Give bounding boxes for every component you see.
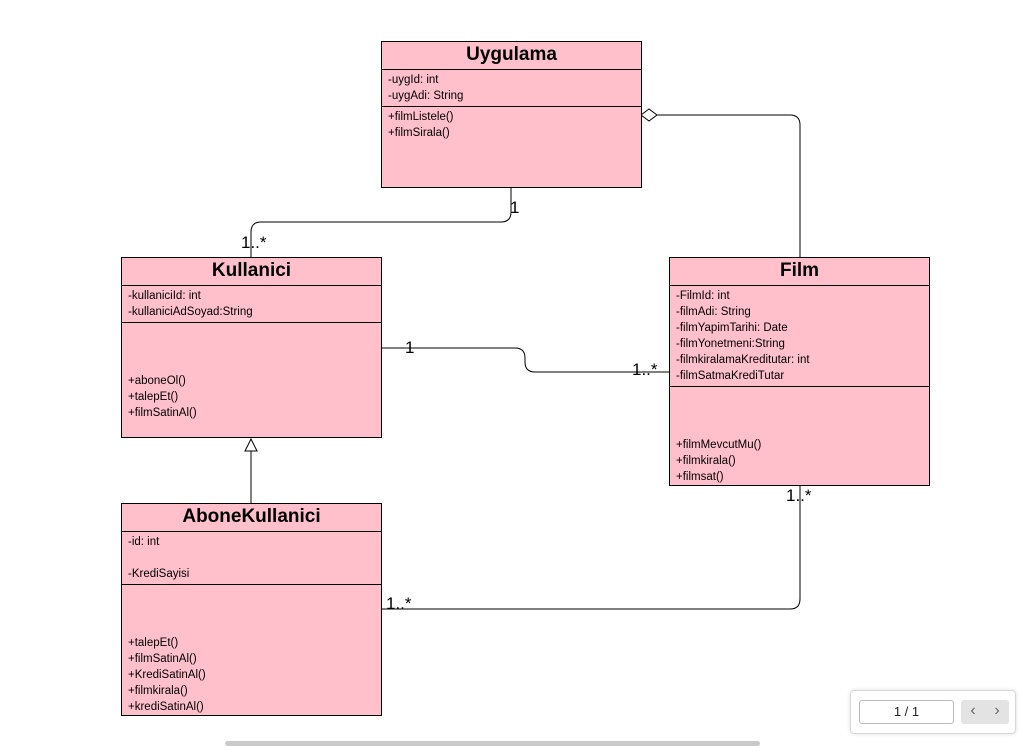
attribute: -filmYonetmeni:String [676, 338, 785, 350]
class-kullanici[interactable]: Kullanici -kullaniciId: int -kullaniciAd… [121, 257, 382, 438]
attributes-section: -FilmId: int -filmAdi: String -filmYapim… [670, 286, 929, 387]
method: +filmSatinAl() [128, 407, 197, 419]
method: +KrediSatinAl() [128, 669, 206, 681]
methods-section: +talepEt() +filmSatinAl() +KrediSatinAl(… [122, 585, 381, 715]
attributes-section: -kullaniciId: int -kullaniciAdSoyad:Stri… [122, 286, 381, 323]
attribute: -id: int [128, 536, 160, 548]
attribute: -filmkiralamaKreditutar: int [676, 354, 810, 366]
attribute: -filmAdi: String [676, 306, 751, 318]
attribute [128, 550, 375, 566]
method: +krediSatinAl() [128, 701, 204, 713]
attribute: -KrediSayisi [128, 568, 190, 580]
class-name: Kullanici [122, 258, 381, 286]
method [128, 587, 375, 603]
previous-page-button[interactable]: ‹ [961, 700, 985, 724]
class-film[interactable]: Film -FilmId: int -filmAdi: String -film… [669, 257, 930, 486]
method: +filmkirala() [676, 455, 736, 467]
method [676, 405, 923, 421]
method: +filmsat() [676, 471, 724, 483]
attributes-section: -id: int -KrediSayisi [122, 532, 381, 585]
edge-film-abone [382, 486, 801, 610]
chevron-left-icon: ‹ [970, 702, 976, 719]
method: +talepEt() [128, 391, 179, 403]
edge-uygulama-kullanici [250, 188, 512, 257]
multiplicity-film-abone-top: 1..* [786, 486, 812, 505]
method [676, 389, 923, 405]
method: +filmkirala() [128, 685, 188, 697]
horizontal-scrollbar[interactable] [225, 741, 760, 746]
attribute: -uygId: int [388, 74, 439, 86]
methods-section: +aboneOl() +talepEt() +filmSatinAl() [122, 323, 381, 421]
edge-uygulama-film-aggregation [657, 114, 801, 257]
method [676, 421, 923, 437]
attribute: -kullaniciId: int [128, 290, 201, 302]
method: +aboneOl() [128, 375, 186, 387]
multiplicity-uygulama-kullanici-bottom: 1..* [241, 233, 267, 252]
attribute: -kullaniciAdSoyad:String [128, 306, 253, 318]
method [128, 357, 375, 373]
page-navigator: 1 / 1 ‹ › [850, 690, 1016, 734]
multiplicity-kullanici-film-left: 1 [405, 338, 415, 357]
edge-kullanici-film [382, 347, 669, 373]
method: +filmListele() [388, 111, 454, 123]
class-name: Film [670, 258, 929, 286]
method [128, 325, 375, 341]
method [128, 619, 375, 635]
attributes-section: -uygId: int -uygAdi: String [382, 70, 641, 107]
class-abonekullanici[interactable]: AboneKullanici -id: int -KrediSayisi +ta… [121, 503, 382, 716]
method [128, 341, 375, 357]
multiplicity-kullanici-film-right: 1..* [632, 360, 658, 379]
attribute: -FilmId: int [676, 290, 730, 302]
class-name: AboneKullanici [122, 504, 381, 532]
methods-section: +filmMevcutMu() +filmkirala() +filmsat() [670, 387, 929, 485]
next-page-button[interactable]: › [985, 700, 1009, 724]
class-name: Uygulama [382, 42, 641, 70]
method: +filmMevcutMu() [676, 439, 762, 451]
method [128, 603, 375, 619]
method: +filmSirala() [388, 127, 450, 139]
page-number-input[interactable]: 1 / 1 [859, 700, 954, 724]
generalization-triangle [244, 437, 258, 452]
aggregation-diamond [640, 108, 658, 122]
attribute: -uygAdi: String [388, 90, 464, 102]
multiplicity-uygulama-kullanici-top: 1 [510, 198, 520, 217]
methods-section: +filmListele() +filmSirala() [382, 107, 641, 141]
multiplicity-film-abone-left: 1..* [386, 594, 412, 613]
class-uygulama[interactable]: Uygulama -uygId: int -uygAdi: String +fi… [381, 41, 642, 188]
attribute: -filmYapimTarihi: Date [676, 322, 788, 334]
method: +filmSatinAl() [128, 653, 197, 665]
method: +talepEt() [128, 637, 179, 649]
attribute: -filmSatmaKrediTutar [676, 370, 785, 382]
chevron-right-icon: › [994, 702, 1000, 719]
